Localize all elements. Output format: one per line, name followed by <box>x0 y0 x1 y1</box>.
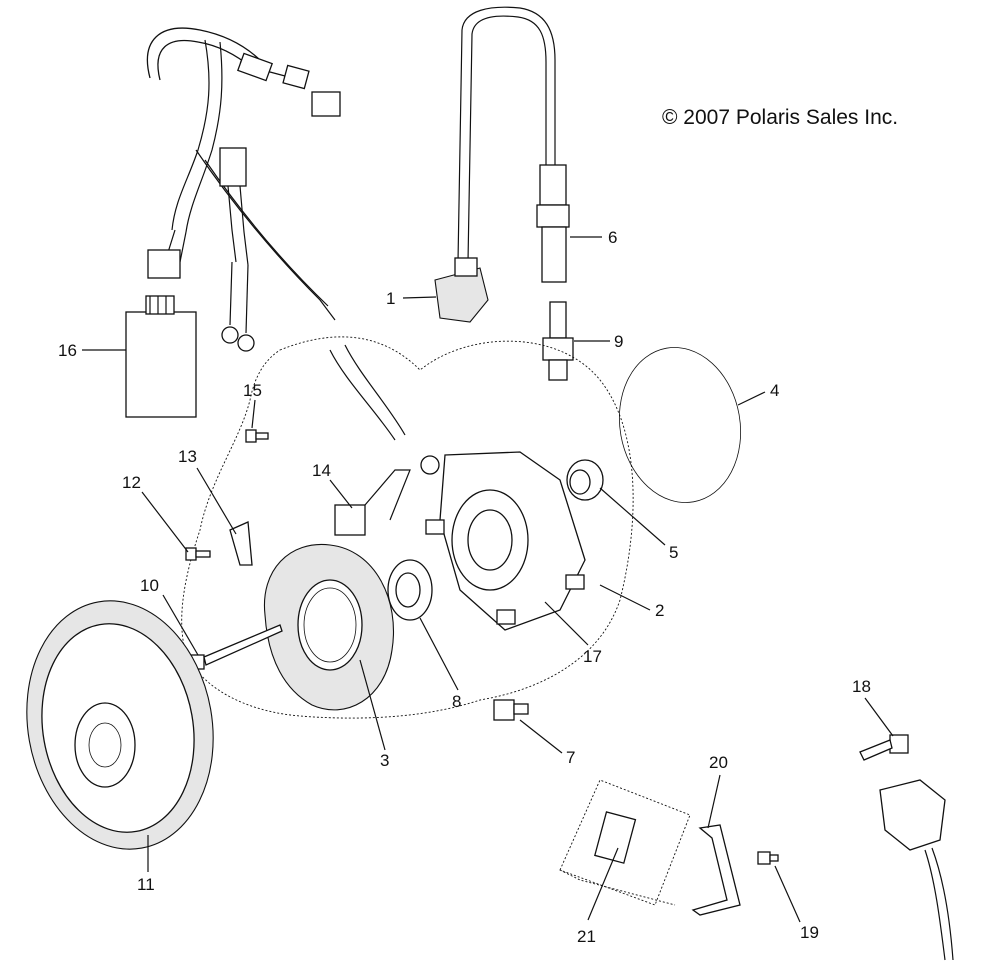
callout-3: 3 <box>380 751 389 770</box>
callout-11: 11 <box>137 875 155 894</box>
callout-13: 13 <box>178 447 197 466</box>
wiring-harness <box>146 27 341 352</box>
callout-6: 6 <box>608 228 617 247</box>
screw-12 <box>185 547 211 561</box>
bolt-10 <box>189 624 283 670</box>
callout-7: 7 <box>566 748 575 767</box>
ignition-coil <box>434 6 556 323</box>
callout-4: 4 <box>770 381 779 400</box>
callout-18: 18 <box>852 677 871 696</box>
callout-9: 9 <box>614 332 623 351</box>
flywheel <box>26 600 214 850</box>
callout-17: 17 <box>583 647 602 666</box>
callout-2: 2 <box>655 601 664 620</box>
screw-15 <box>245 429 269 443</box>
assembly-outline <box>181 336 634 719</box>
callout-21: 21 <box>577 927 596 946</box>
seal <box>566 459 604 501</box>
control-module <box>559 779 691 906</box>
stator-plate <box>420 451 586 631</box>
copyright-text: © 2007 Polaris Sales Inc. <box>662 106 898 129</box>
callout-12: 12 <box>122 473 141 492</box>
bolt-7 <box>493 699 529 721</box>
callout-14: 14 <box>312 461 331 480</box>
pickup-sensor <box>329 344 411 536</box>
spark-plug-cap <box>536 164 570 283</box>
callout-8: 8 <box>452 692 461 711</box>
callout-10: 10 <box>140 576 159 595</box>
callout-19: 19 <box>800 923 819 942</box>
bearing-seal <box>387 559 433 621</box>
spark-plug <box>542 301 574 381</box>
callout-20: 20 <box>709 753 728 772</box>
leader-lines <box>82 236 894 923</box>
voltage-regulator <box>125 295 197 418</box>
callout-labels: 1 2 3 4 5 6 7 8 9 10 11 12 13 14 15 16 1… <box>58 228 871 946</box>
speed-sensor <box>879 779 954 961</box>
callout-5: 5 <box>669 543 678 562</box>
callout-1: 1 <box>386 289 395 308</box>
bolt-18 <box>859 734 909 761</box>
screw-19 <box>757 851 779 865</box>
callout-16: 16 <box>58 341 77 360</box>
module-bracket <box>691 824 741 916</box>
cover-gasket <box>618 347 742 503</box>
stator-coil <box>263 543 394 711</box>
callout-15: 15 <box>243 381 262 400</box>
